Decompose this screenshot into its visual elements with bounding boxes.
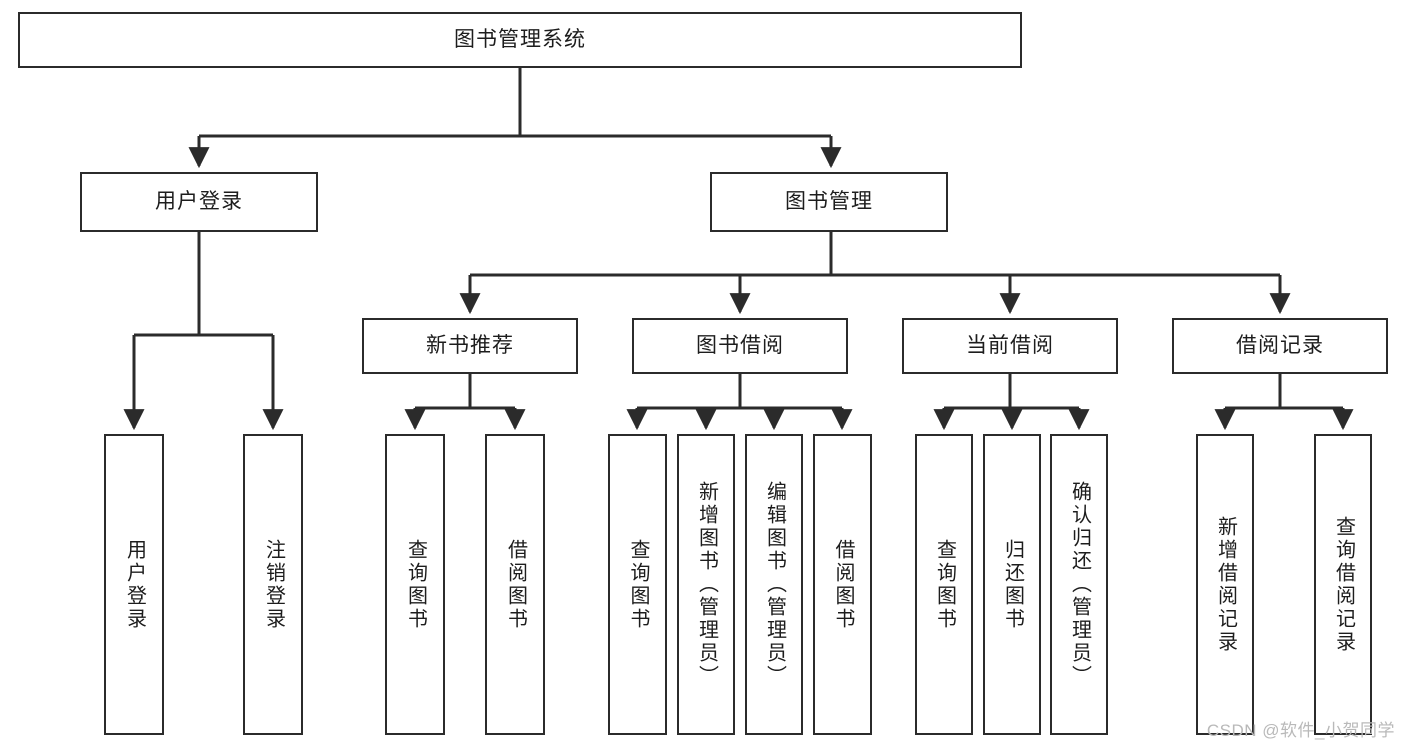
node-leaf-borrow-book-recommend[interactable]: 借阅图书 (485, 434, 545, 735)
node-label: 编辑图书（管理员） (763, 481, 786, 688)
node-leaf-borrow-book[interactable]: 借阅图书 (813, 434, 872, 735)
node-label: 新增借阅记录 (1214, 515, 1237, 654)
node-label: 图书管理系统 (454, 28, 586, 52)
node-label: 用户登录 (123, 538, 146, 631)
node-label: 确认归还（管理员） (1068, 481, 1091, 688)
node-label: 图书借阅 (696, 334, 784, 358)
node-leaf-query-borrow-record[interactable]: 查询借阅记录 (1314, 434, 1372, 735)
node-leaf-logout[interactable]: 注销登录 (243, 434, 303, 735)
watermark: CSDN @软件_小贺同学 (1206, 721, 1395, 740)
node-current-borrow[interactable]: 当前借阅 (902, 318, 1118, 374)
node-root-book-management-system[interactable]: 图书管理系统 (18, 12, 1022, 68)
node-label: 用户登录 (155, 190, 243, 214)
node-leaf-return-book[interactable]: 归还图书 (983, 434, 1041, 735)
node-label: 查询借阅记录 (1332, 515, 1355, 654)
node-borrow-record[interactable]: 借阅记录 (1172, 318, 1388, 374)
node-label: 注销登录 (262, 538, 285, 631)
node-leaf-confirm-return-admin[interactable]: 确认归还（管理员） (1050, 434, 1108, 735)
node-label: 新增图书（管理员） (695, 481, 718, 688)
node-label: 查询图书 (627, 538, 649, 631)
node-leaf-query-book-recommend[interactable]: 查询图书 (385, 434, 445, 735)
node-leaf-add-borrow-record[interactable]: 新增借阅记录 (1196, 434, 1254, 735)
node-leaf-add-book-admin[interactable]: 新增图书（管理员） (677, 434, 735, 735)
node-label: 查询图书 (404, 538, 427, 631)
node-label: 借阅图书 (832, 538, 854, 631)
node-label: 借阅图书 (504, 538, 527, 631)
node-user-login[interactable]: 用户登录 (80, 172, 318, 232)
node-label: 图书管理 (785, 190, 873, 214)
node-book-borrow[interactable]: 图书借阅 (632, 318, 848, 374)
node-leaf-query-book-borrow[interactable]: 查询图书 (608, 434, 667, 735)
node-label: 归还图书 (1001, 538, 1024, 631)
node-leaf-edit-book-admin[interactable]: 编辑图书（管理员） (745, 434, 803, 735)
node-leaf-query-book-current[interactable]: 查询图书 (915, 434, 973, 735)
node-label: 当前借阅 (966, 334, 1054, 358)
node-label: 新书推荐 (426, 334, 514, 358)
node-book-management[interactable]: 图书管理 (710, 172, 948, 232)
node-new-book-recommend[interactable]: 新书推荐 (362, 318, 578, 374)
node-leaf-user-login[interactable]: 用户登录 (104, 434, 164, 735)
node-label: 借阅记录 (1236, 334, 1324, 358)
node-label: 查询图书 (933, 538, 956, 631)
